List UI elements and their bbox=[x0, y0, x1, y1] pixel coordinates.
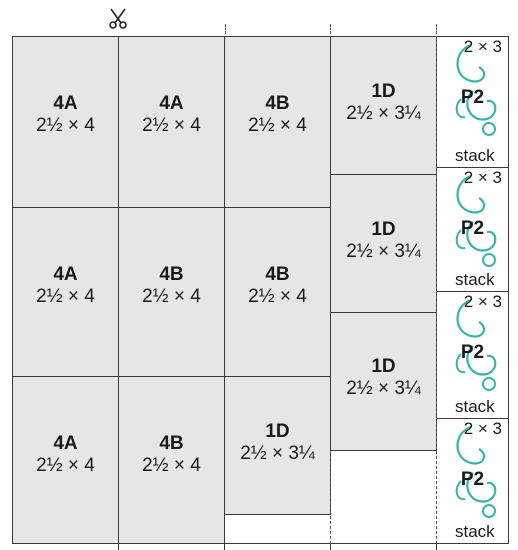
piece-code: 4A bbox=[13, 93, 118, 115]
strip-code: P2 bbox=[437, 218, 508, 240]
piece-size: 2½ × 3¼ bbox=[331, 378, 436, 400]
bottom-tick bbox=[436, 544, 437, 550]
piece-size: 2½ × 4 bbox=[119, 286, 224, 308]
piece-code: 4B bbox=[119, 264, 224, 286]
strip-size: 2 × 3 bbox=[464, 419, 502, 439]
piece-size: 2½ × 3¼ bbox=[225, 443, 330, 465]
bottom-tick bbox=[118, 544, 119, 550]
strip-code: P2 bbox=[437, 87, 508, 109]
fold-mark bbox=[225, 24, 226, 34]
piece-size: 2½ × 4 bbox=[119, 115, 224, 137]
piece-code: 4A bbox=[13, 264, 118, 286]
strip-code: P2 bbox=[437, 342, 508, 364]
stack-note: stack bbox=[455, 397, 495, 417]
strip-code: P2 bbox=[437, 469, 508, 491]
fold-mark bbox=[330, 24, 331, 34]
stack-note: stack bbox=[455, 146, 495, 166]
piece-size: 2½ × 4 bbox=[225, 115, 330, 137]
p2-stack: 2 × 3 P2 stack bbox=[437, 419, 508, 543]
piece-code: 4B bbox=[225, 264, 330, 286]
leftover-line bbox=[330, 450, 437, 451]
strip-size: 2 × 3 bbox=[464, 292, 502, 312]
piece-code: 1D bbox=[331, 81, 436, 103]
piece-code: 1D bbox=[331, 356, 436, 378]
piece-code: 4B bbox=[225, 93, 330, 115]
strip-size: 2 × 3 bbox=[464, 168, 502, 188]
piece-size: 2½ × 4 bbox=[13, 455, 118, 477]
p2-stack: 2 × 3 P2 stack bbox=[437, 37, 508, 167]
piece-code: 4A bbox=[119, 93, 224, 115]
stack-note: stack bbox=[455, 270, 495, 290]
p2-stack: 2 × 3 P2 stack bbox=[437, 292, 508, 418]
piece-code: 4A bbox=[13, 433, 118, 455]
piece-code: 1D bbox=[331, 219, 436, 241]
piece-size: 2½ × 4 bbox=[13, 115, 118, 137]
stack-note: stack bbox=[455, 522, 495, 542]
bottom-tick bbox=[330, 544, 331, 550]
fold-line bbox=[330, 451, 331, 544]
strip-size: 2 × 3 bbox=[464, 37, 502, 57]
piece-code: 4B bbox=[119, 433, 224, 455]
piece-size: 2½ × 3¼ bbox=[331, 103, 436, 125]
scissors-icon bbox=[106, 6, 130, 30]
piece-size: 2½ × 4 bbox=[13, 286, 118, 308]
piece-size: 2½ × 3¼ bbox=[331, 241, 436, 263]
fold-mark bbox=[436, 24, 437, 34]
bottom-tick bbox=[224, 544, 225, 550]
piece-size: 2½ × 4 bbox=[225, 286, 330, 308]
piece-size: 2½ × 4 bbox=[119, 455, 224, 477]
p2-stack: 2 × 3 P2 stack bbox=[437, 168, 508, 291]
piece-code: 1D bbox=[225, 421, 330, 443]
